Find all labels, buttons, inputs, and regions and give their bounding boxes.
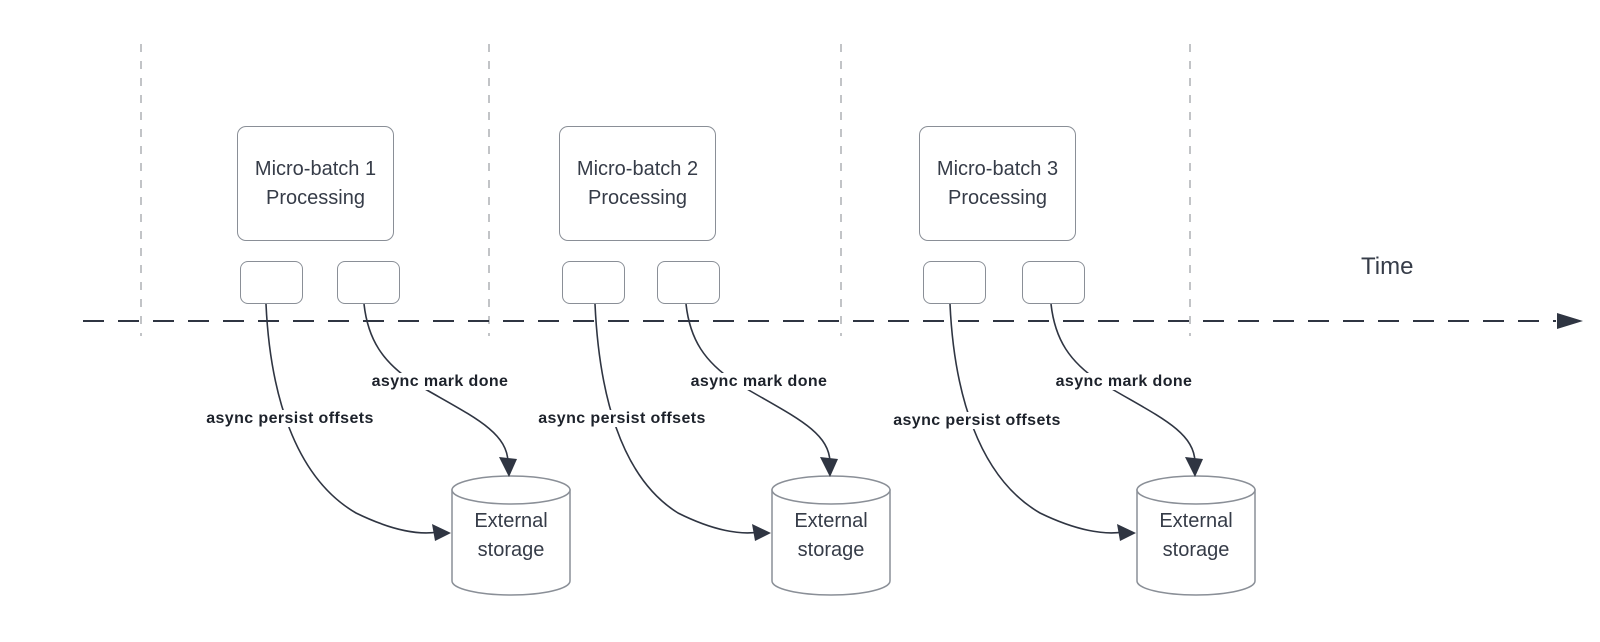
time-axis-label: Time xyxy=(1361,253,1414,280)
micro-batch-3-processing-box: Micro-batch 3 Processing xyxy=(919,126,1076,241)
mark-done-arrowhead-icon xyxy=(820,457,838,477)
processing-box-title-line1: Micro-batch 2 xyxy=(576,157,699,180)
mark-done-task-box xyxy=(337,261,400,304)
mark-done-task-box xyxy=(1022,261,1085,304)
processing-box-title-line1: Micro-batch 1 xyxy=(254,157,377,180)
offset-commit-task-box xyxy=(562,261,625,304)
async-persist-offsets-label: async persist offsets xyxy=(536,410,708,427)
processing-box-title-line2: Processing xyxy=(948,186,1047,209)
external-storage-cylinder xyxy=(771,475,891,596)
external-storage-cylinder xyxy=(451,475,571,596)
mark-done-arrowhead-icon xyxy=(1185,457,1203,477)
time-axis-arrowhead-icon xyxy=(1557,313,1583,329)
micro-batch-2-processing-box: Micro-batch 2 Processing xyxy=(559,126,716,241)
external-storage-label: External storage xyxy=(1159,507,1232,565)
persist-offsets-arrowhead-icon xyxy=(1117,524,1136,541)
external-storage-label: External storage xyxy=(474,507,547,565)
external-storage-label-line2: storage xyxy=(797,539,865,561)
external-storage-label-line2: storage xyxy=(1162,539,1230,561)
external-storage-label-line1: External xyxy=(1159,510,1233,532)
persist-offsets-arrowhead-icon xyxy=(432,524,451,541)
persist-offsets-arrowhead-icon xyxy=(752,524,771,541)
external-storage-cylinder xyxy=(1136,475,1256,596)
external-storage-label-line1: External xyxy=(474,510,548,532)
persist-offsets-arrow-curve xyxy=(594,303,760,534)
mark-done-task-box xyxy=(657,261,720,304)
persist-offsets-arrow-curve xyxy=(265,303,439,534)
processing-box-title-line2: Processing xyxy=(588,186,687,209)
mark-done-arrowhead-icon xyxy=(499,457,517,477)
persist-offsets-arrow-curve xyxy=(949,303,1124,534)
async-mark-done-label: async mark done xyxy=(1053,373,1195,390)
external-storage-label: External storage xyxy=(794,507,867,565)
async-mark-done-label: async mark done xyxy=(688,373,830,390)
offset-commit-task-box xyxy=(240,261,303,304)
offset-commit-task-box xyxy=(923,261,986,304)
processing-box-title-line2: Processing xyxy=(266,186,365,209)
external-storage-label-line2: storage xyxy=(477,539,545,561)
async-mark-done-label: async mark done xyxy=(369,373,511,390)
micro-batch-1-processing-box: Micro-batch 1 Processing xyxy=(237,126,394,241)
external-storage-label-line1: External xyxy=(794,510,868,532)
async-persist-offsets-label: async persist offsets xyxy=(891,412,1063,429)
async-persist-offsets-label: async persist offsets xyxy=(204,410,376,427)
processing-box-title-line1: Micro-batch 3 xyxy=(936,157,1059,180)
